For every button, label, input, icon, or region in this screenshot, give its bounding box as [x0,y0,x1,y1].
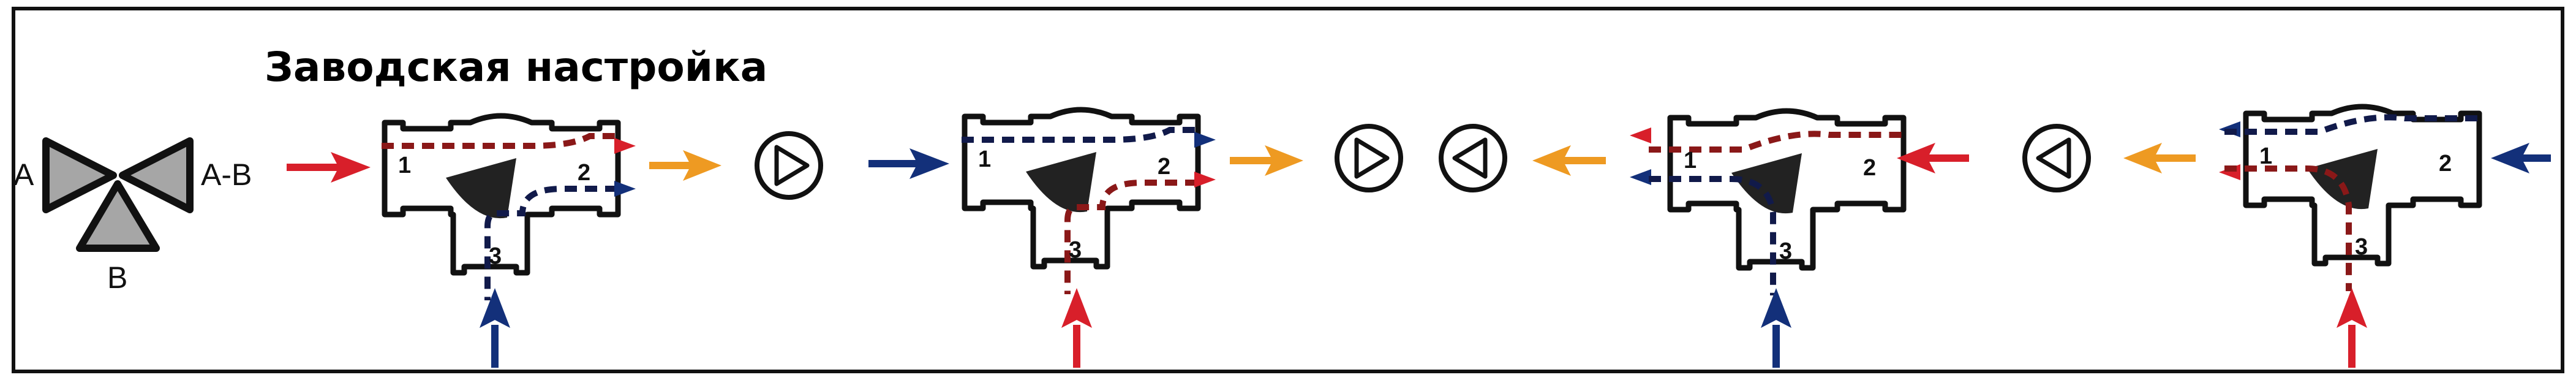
arrow-icon [287,152,371,183]
arrow-icon [2123,143,2196,173]
port-label-1: 1 [398,153,411,178]
port-label-3: 3 [1779,238,1792,264]
port-label-3: 3 [1069,237,1082,263]
arrow-icon [1630,169,1651,185]
pump-icon [1337,126,1401,190]
port-label-2: 2 [1863,155,1876,181]
port-label-1: 1 [1684,148,1697,173]
arrow-icon [1761,288,1791,368]
arrow-icon [1630,127,1651,143]
valve-1: 1 2 3 [382,116,618,300]
arrow-icon [2337,288,2367,368]
port-label-1: 1 [2259,143,2272,169]
symbol-label-a-b: A-B [201,158,252,192]
arrow-icon [1194,132,1216,148]
arrow-icon [614,138,636,154]
port-label-1: 1 [978,146,991,172]
port-label-3: 3 [489,243,502,269]
arrow-icon [1532,145,1606,176]
port-label-3: 3 [2355,234,2368,260]
pump-icon [2025,126,2088,190]
valve-4: 1 2 3 [2224,107,2482,291]
arrow-icon [1230,145,1303,176]
arrow-icon [480,288,510,368]
arrow-icon [868,148,949,179]
arrow-icon [2491,143,2551,173]
diagram-frame [12,7,2564,373]
arrow-icon [614,181,636,197]
valve-2: 1 2 3 [962,110,1198,294]
port-label-2: 2 [2439,151,2452,177]
arrow-icon [1897,143,1969,173]
arrow-icon [1061,288,1092,368]
arrow-icon [1194,172,1216,188]
port-label-2: 2 [578,160,590,186]
port-label-2: 2 [1158,154,1170,180]
pump-icon [757,134,821,197]
valve-3: 1 2 3 [1649,111,1906,295]
symbol-label-b: B [107,260,127,295]
symbol-label-a: A [13,158,34,192]
diagram-title: Заводская настройка [265,44,767,91]
three-way-valve-symbol-icon [42,137,194,252]
arrow-icon [649,150,721,181]
pump-icon [1441,126,1505,190]
